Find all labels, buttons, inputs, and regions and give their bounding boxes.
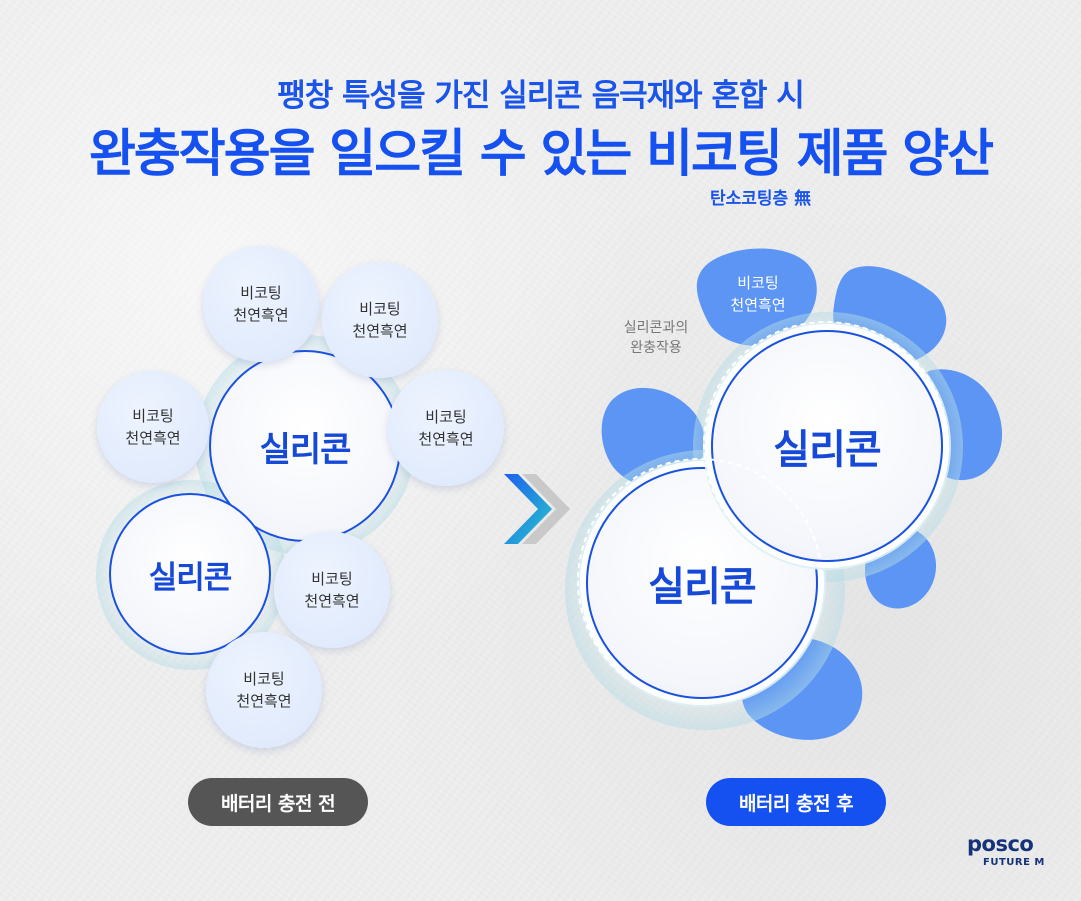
- graphite-label-line2: 천연흑연: [233, 306, 289, 324]
- buffer-caption: 실리콘과의 완충작용: [606, 318, 706, 358]
- graphite-label-line2: 천연흑연: [352, 322, 408, 340]
- buffer-caption-line1: 실리콘과의: [623, 320, 689, 336]
- graphite-particle: 비코팅 천연흑연: [274, 532, 390, 648]
- graphite-label-line2: 천연흑연: [730, 296, 786, 314]
- graphite-particle: 비코팅 천연흑연: [203, 246, 319, 362]
- graphite-label-line2: 천연흑연: [418, 430, 474, 448]
- before-charging-badge: 배터리 충전 전: [188, 778, 368, 826]
- graphite-label-line1: 비코팅: [240, 284, 282, 302]
- silicon-particle-large: 실리콘: [209, 350, 401, 542]
- graphite-particle-expanded: 비코팅 천연흑연: [706, 257, 810, 331]
- chevron-right-icon: [504, 474, 570, 544]
- carbon-coating-note: 탄소코팅층 無: [710, 189, 812, 209]
- graphite-label-line1: 비코팅: [311, 570, 353, 588]
- graphite-label-line2: 천연흑연: [304, 592, 360, 610]
- graphite-label-line1: 비코팅: [359, 300, 401, 318]
- graphite-particle: 비코팅 천연흑연: [97, 371, 209, 483]
- buffer-boundary-dashes: [577, 321, 949, 704]
- graphite-label-line1: 비코팅: [425, 408, 467, 426]
- graphite-label-line2: 천연흑연: [125, 429, 181, 447]
- brand-logo: POSCO: [967, 832, 1034, 856]
- graphite-particle: 비코팅 천연흑연: [322, 262, 438, 378]
- after-charging-badge: 배터리 충전 후: [706, 778, 886, 826]
- page-title: 완충작용을 일으킬 수 있는 비코팅 제품 양산: [88, 125, 994, 184]
- graphite-particle: 비코팅 천연흑연: [206, 632, 322, 748]
- graphite-particle: 비코팅 천연흑연: [388, 370, 504, 486]
- graphite-label-line1: 비코팅: [243, 670, 285, 688]
- graphite-label-line2: 천연흑연: [236, 692, 292, 710]
- buffer-caption-line2: 완충작용: [630, 340, 682, 356]
- graphite-label-line1: 비코팅: [132, 407, 174, 425]
- silicon-particle-expanded: 실리콘: [711, 330, 943, 562]
- silicon-particle-small: 실리콘: [109, 493, 271, 655]
- graphite-label-line1: 비코팅: [737, 274, 779, 292]
- subtitle: 팽창 특성을 가진 실리콘 음극재와 혼합 시: [277, 78, 805, 114]
- brand-logo-sub: FUTURE M: [983, 857, 1045, 868]
